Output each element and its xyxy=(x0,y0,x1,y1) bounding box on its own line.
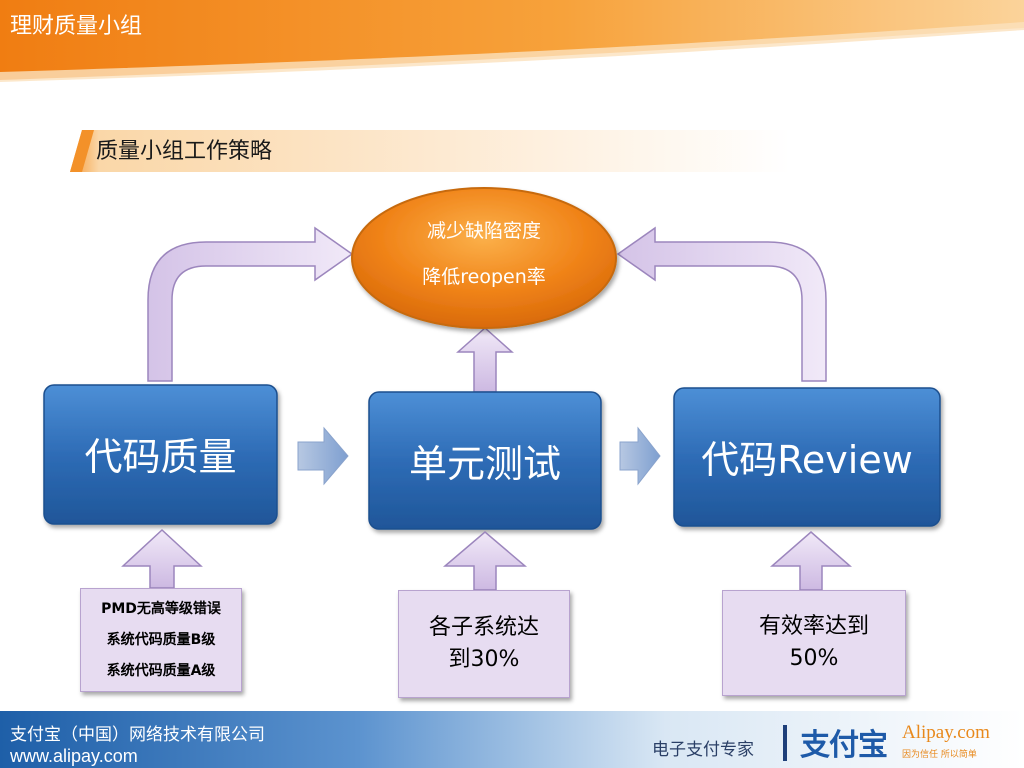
note-code-quality: PMD无高等级错误 系统代码质量B级 系统代码质量A级 xyxy=(80,588,242,692)
goal-line-1: 减少缺陷密度 xyxy=(426,220,541,242)
box-label-review: 代码Review xyxy=(701,437,913,482)
box-label-unit-test: 单元测试 xyxy=(408,442,561,486)
note-unit-test-line-1: 各子系统达 xyxy=(428,615,539,640)
note-arrow-center xyxy=(442,531,528,591)
note-code-quality-line-3: 系统代码质量A级 xyxy=(106,662,216,679)
center-up-arrow xyxy=(456,326,514,393)
section-heading: 质量小组工作策略 xyxy=(96,139,273,164)
note-unit-test-line-2: 到30% xyxy=(448,647,520,672)
goal-line-2: 降低reopen率 xyxy=(422,266,546,288)
page-title: 理财质量小组 xyxy=(10,14,143,39)
note-code-quality-line-1: PMD无高等级错误 xyxy=(101,600,221,617)
footer-company: 支付宝（中国）网络技术有限公司 xyxy=(10,725,265,745)
curved-arrow-left xyxy=(147,226,354,382)
note-arrow-left xyxy=(121,528,203,589)
note-review-line-1: 有效率达到 xyxy=(758,614,869,639)
note-arrow-right xyxy=(769,531,853,591)
goal-ellipse xyxy=(351,187,617,329)
note-unit-test: 各子系统达 到30% xyxy=(398,590,570,698)
box-unit-test xyxy=(368,391,602,530)
footer-url[interactable]: www.alipay.com xyxy=(10,746,138,766)
footer-divider xyxy=(783,725,787,761)
footer-bar xyxy=(0,711,1024,768)
note-code-quality-line-2: 系统代码质量B级 xyxy=(106,631,216,648)
note-review-line-2: 50% xyxy=(789,646,839,671)
arrow-test-to-review xyxy=(619,426,661,486)
alipay-logo: 支付宝 xyxy=(800,728,888,763)
footer-slogan: 电子支付专家 xyxy=(652,740,754,760)
note-review: 有效率达到 50% xyxy=(722,590,906,696)
box-review xyxy=(673,387,941,527)
section-heading-bar xyxy=(70,130,790,172)
alipay-logo-en: Alipay.com xyxy=(902,722,990,743)
box-code-quality xyxy=(43,384,278,525)
arrow-quality-to-test xyxy=(297,426,349,486)
top-banner xyxy=(0,0,1024,82)
alipay-tagline: 因为信任 所以简单 xyxy=(902,750,977,760)
strategy-diagram xyxy=(43,187,941,591)
curved-arrow-right xyxy=(616,226,827,382)
box-label-code-quality: 代码质量 xyxy=(84,434,237,479)
